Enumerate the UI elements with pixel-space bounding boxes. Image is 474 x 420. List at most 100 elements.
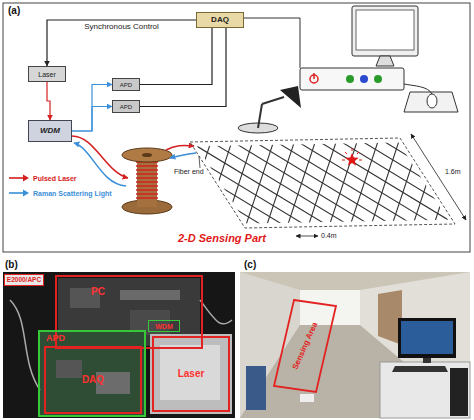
heat-source-illustration <box>238 86 301 133</box>
data-cable <box>244 18 300 68</box>
photo-background <box>240 272 470 418</box>
keyboard <box>392 366 448 372</box>
node-text: APD <box>120 82 132 88</box>
indicator-dot <box>346 75 354 83</box>
node-text: WDM <box>155 323 173 330</box>
right-wall <box>360 272 470 418</box>
lamp-head <box>280 86 301 108</box>
coil-hole <box>142 153 152 157</box>
computer-case <box>300 68 404 90</box>
legend-arrow-head <box>23 175 29 182</box>
legend-arrow-head <box>23 190 29 197</box>
connector <box>47 20 196 66</box>
raman-light-path <box>170 153 196 158</box>
photo-background <box>3 272 235 418</box>
connector-callout: E2000/APC <box>4 274 44 286</box>
panel-label: (c) <box>244 260 256 270</box>
legend-entry: Raman Scattering Light <box>8 189 112 197</box>
raman-light-path <box>74 143 126 186</box>
monitor-screen <box>356 10 414 50</box>
connector <box>140 28 226 107</box>
node-text: DAQ <box>82 375 104 385</box>
node-text: WDM <box>40 127 60 135</box>
node-text: DAQ <box>211 16 229 24</box>
indicator-dot <box>360 75 368 83</box>
coil-core <box>137 155 157 207</box>
sensing-area-outline: Sensing Area <box>272 298 338 394</box>
sensing-area-outline <box>274 300 336 392</box>
hot-spot-star <box>345 153 358 166</box>
coil-winding <box>136 162 158 198</box>
hot-spot <box>342 148 362 166</box>
laser-box: Laser <box>28 66 66 82</box>
hardware-photo <box>3 272 235 418</box>
legend-text: Pulsed Laser <box>33 175 77 182</box>
laser-callout: Laser <box>152 336 230 412</box>
connector <box>72 85 112 132</box>
lamp-pole <box>258 104 262 128</box>
panel-label: (a) <box>8 6 20 16</box>
mouse-cable <box>404 84 432 94</box>
laser-module <box>160 345 220 400</box>
dimension-line <box>296 236 318 237</box>
wdm-callout: WDM <box>148 320 180 332</box>
node-text: Laser <box>38 71 56 78</box>
power-symbol <box>313 73 315 79</box>
pulsed-laser-path <box>72 136 128 178</box>
sensing-mesh <box>106 136 474 229</box>
apd-box: APD <box>112 78 140 91</box>
fiber-end-label: Fiber end <box>174 168 204 175</box>
computer-case <box>450 368 468 416</box>
connector <box>72 107 112 132</box>
monitor <box>398 318 456 358</box>
desk <box>380 362 470 418</box>
legend-sample <box>8 174 30 182</box>
monitor-screen <box>401 321 453 354</box>
indicator-dot <box>374 75 382 83</box>
daq-callout: DAQ <box>44 346 142 414</box>
node-text: Sensing Area <box>291 321 319 371</box>
connector-label: Synchronous Control <box>84 23 159 31</box>
panel-frame <box>3 3 470 252</box>
node-text: APD <box>46 334 65 343</box>
apd-callout: APD DAQ <box>38 330 146 417</box>
apd-box: APD <box>112 100 140 113</box>
mouse-pad <box>404 92 458 112</box>
fiber-mesh-line <box>197 142 448 223</box>
monitor <box>352 6 418 56</box>
mouse <box>427 94 437 108</box>
lamp-arm <box>262 97 284 104</box>
node-text: Laser <box>178 369 205 379</box>
monitor-stand <box>376 56 394 66</box>
monitor-stand <box>423 358 431 363</box>
coil-flange <box>122 148 172 162</box>
fiber-coil <box>122 148 172 214</box>
hallway-photo <box>240 272 470 418</box>
connector <box>47 82 50 120</box>
legend-sample <box>8 189 30 197</box>
pulsed-laser-path <box>166 145 194 150</box>
connector <box>140 28 212 85</box>
node-text: APD <box>120 104 132 110</box>
laser-module <box>150 334 232 414</box>
fiber-mesh-line <box>197 142 448 223</box>
computer-illustration <box>300 6 458 112</box>
node-text: PC <box>91 287 105 297</box>
dimension-line <box>411 134 466 220</box>
panel-label: (b) <box>5 260 18 270</box>
cabinet <box>246 366 266 410</box>
wdm-box: WDM <box>28 120 72 142</box>
legend-arrow-line <box>9 177 24 179</box>
corridor-end <box>300 290 360 325</box>
legend-arrow-line <box>9 192 24 194</box>
dimension-label: 1.6m <box>445 168 461 175</box>
legend-entry: Pulsed Laser <box>8 174 77 182</box>
floor-object <box>300 394 314 402</box>
chip <box>120 290 180 300</box>
chip <box>56 360 82 378</box>
